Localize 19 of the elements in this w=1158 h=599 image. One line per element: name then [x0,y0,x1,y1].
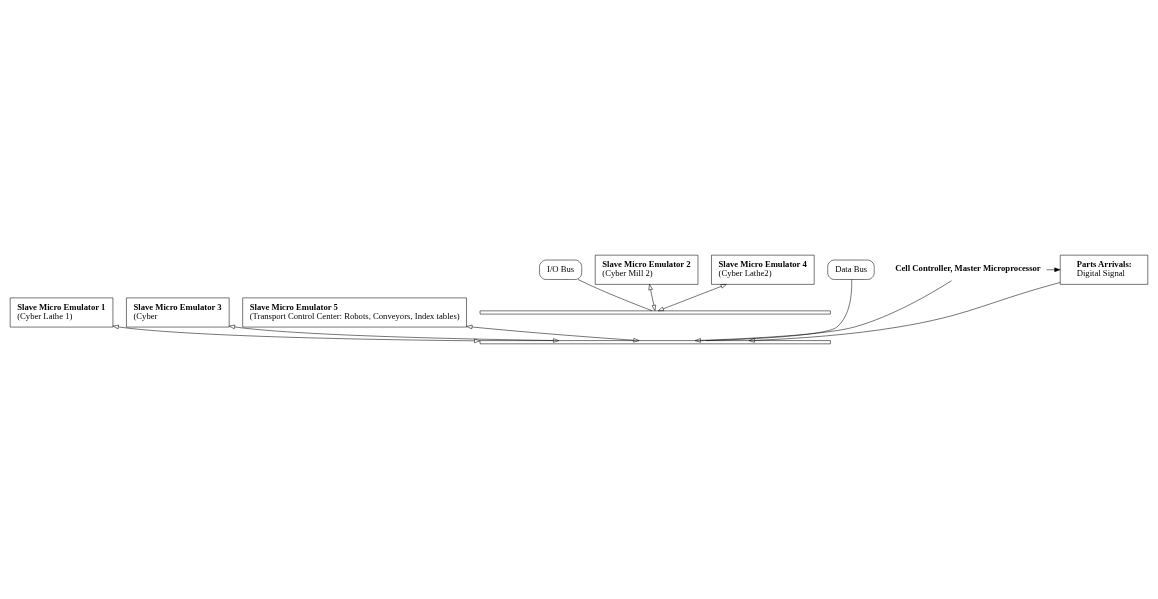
node-box: Slave Micro Emulator 4 (Cyber Lathe2) [711,254,815,285]
arrow [112,324,481,343]
node-box: Slave Micro Emulator 2 (Cyber Mill 2) [594,254,699,285]
arrow [748,282,1061,343]
arrow [694,280,952,343]
node-bar [479,310,831,315]
node-box: Slave Micro Emulator 5 (Transport Control Center: Robots, Conveyors, Index tables) [242,297,467,328]
arrow [229,324,560,343]
node-box: I/O Bus [539,259,582,280]
arrow [657,284,727,312]
node-box: Parts Arrivals: Digital Signal [1059,254,1149,285]
arrow [1046,267,1061,272]
node-text: Cell Controller, Master Microprocessor [895,263,1041,274]
node-box: Slave Micro Emulator 1 (Cyber Lathe 1) [9,297,114,328]
node-box: Slave Micro Emulator 3 (Cyber [126,297,230,328]
connector [577,279,653,312]
arrow [466,324,640,343]
arrow [648,284,656,311]
node-box: Data Bus [827,259,875,280]
